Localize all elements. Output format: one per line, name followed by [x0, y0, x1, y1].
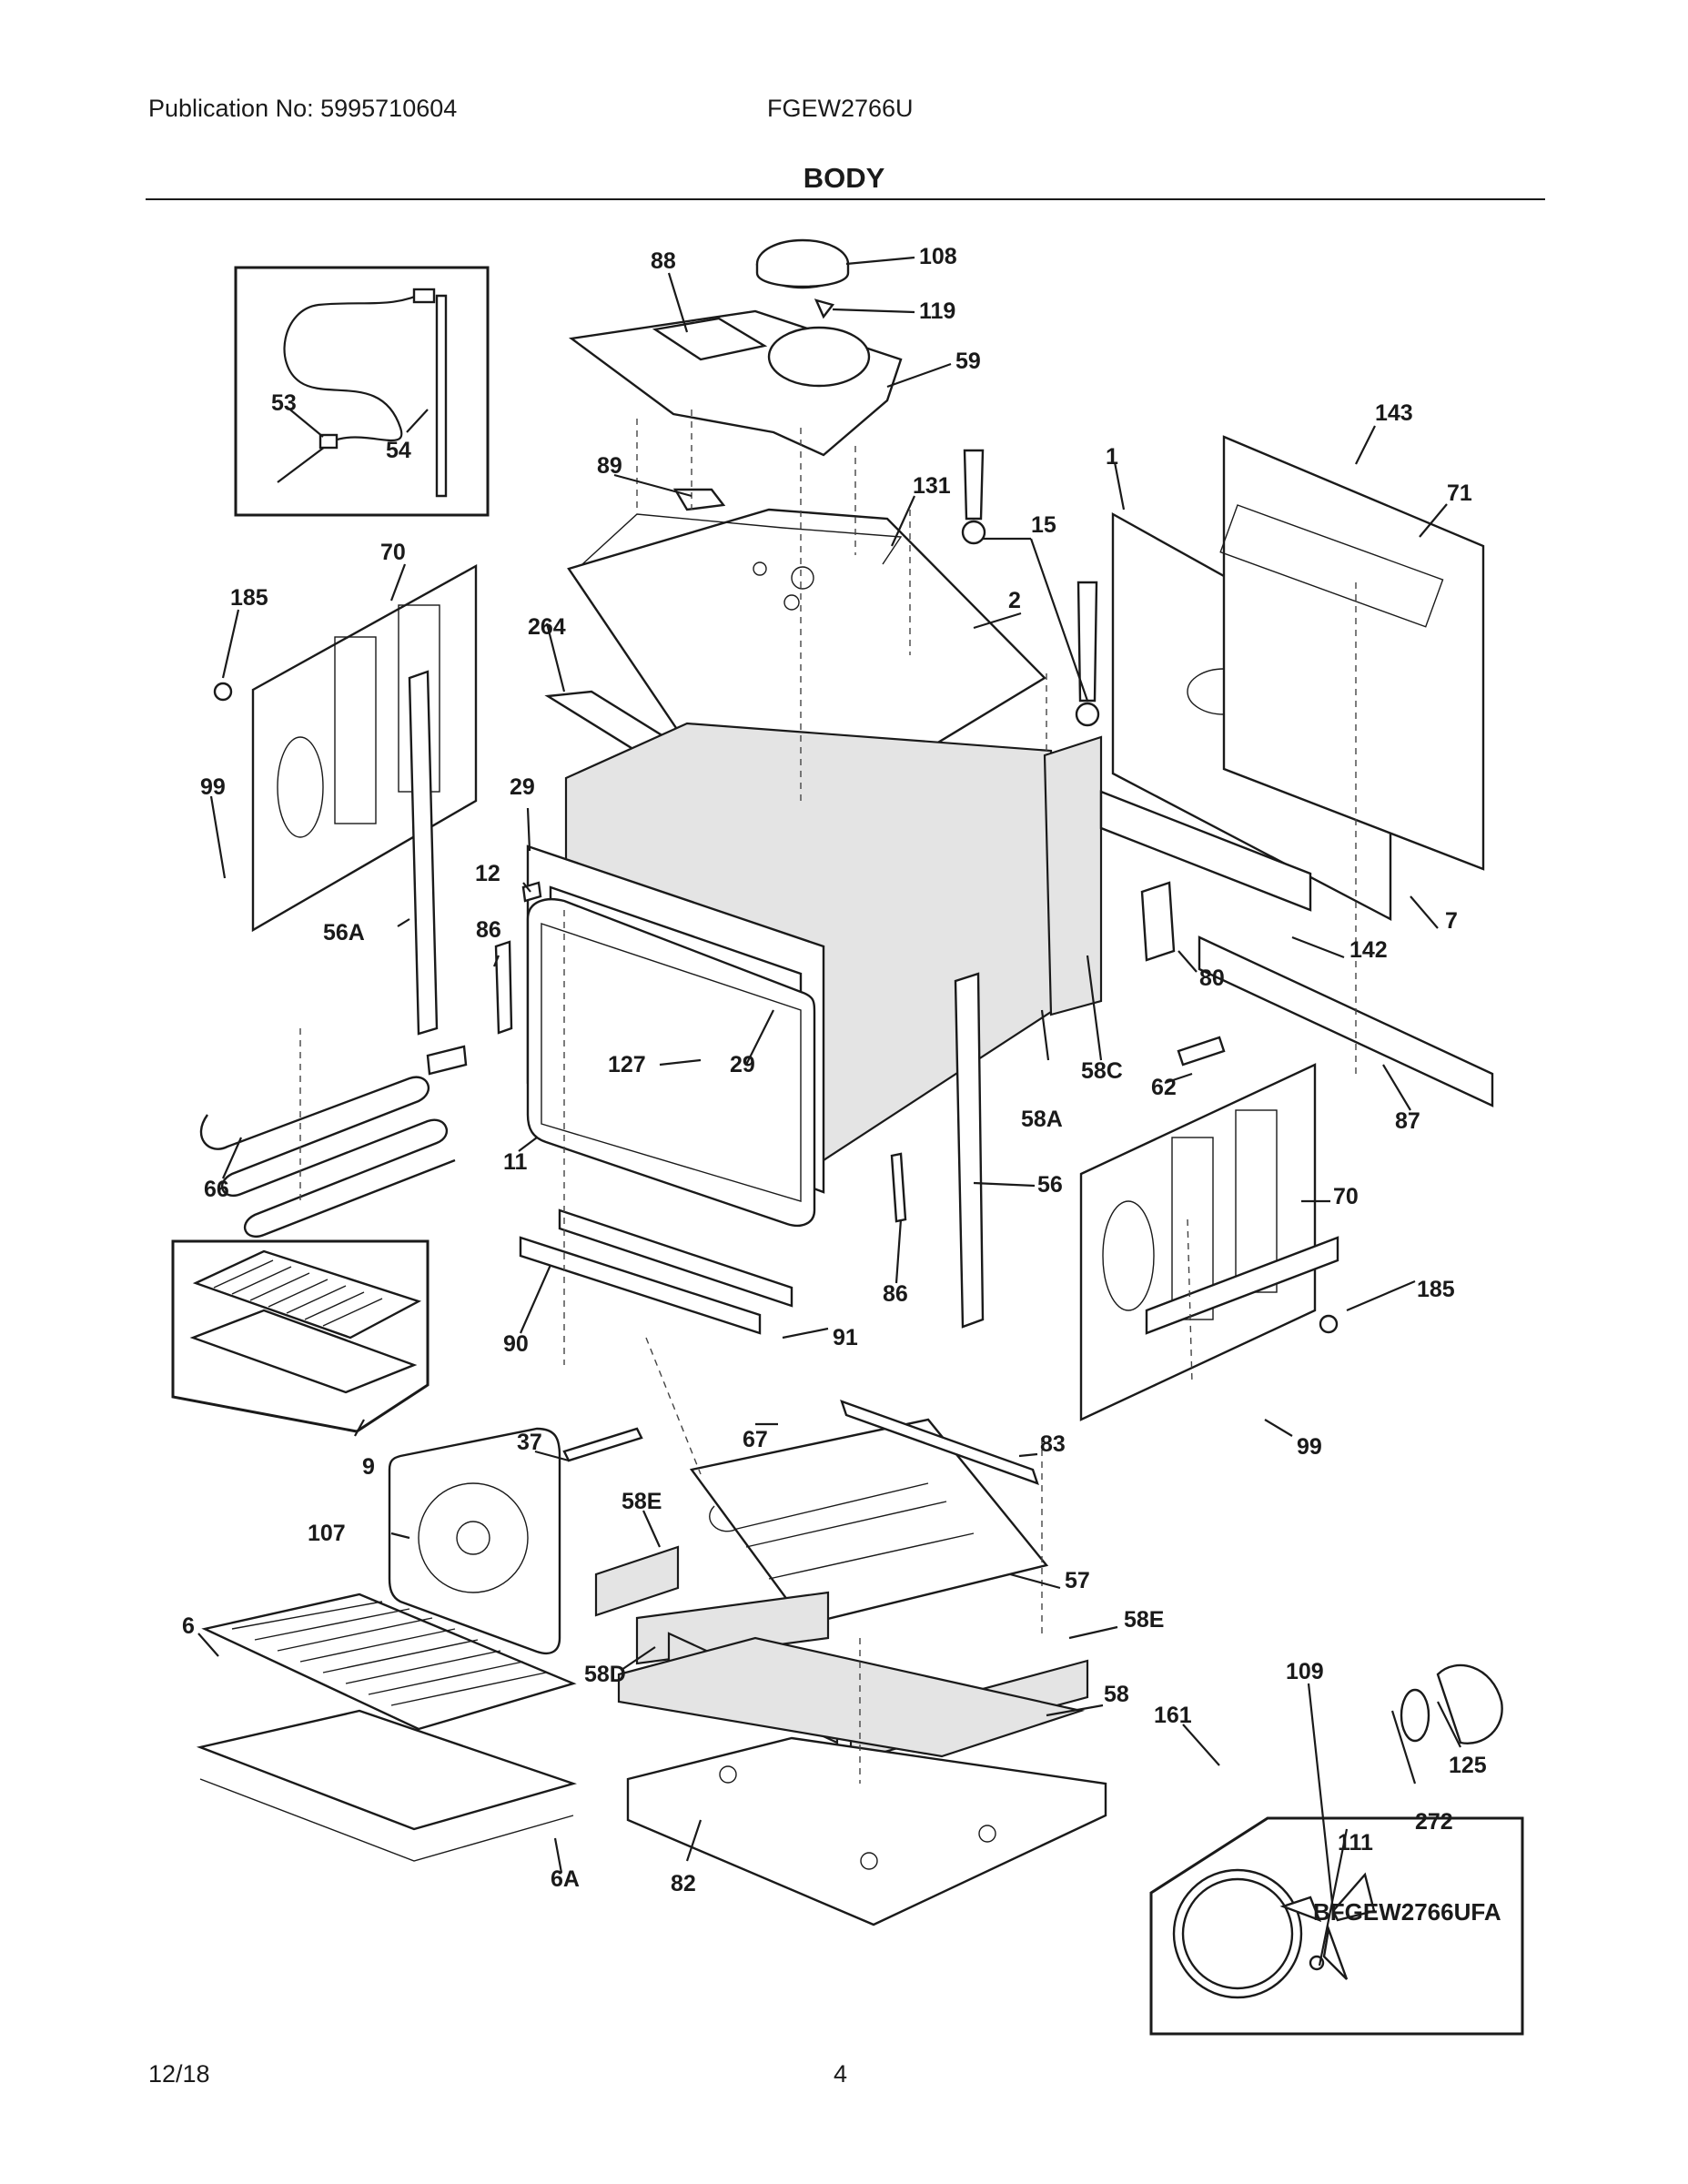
- callout-83: 83: [1040, 1431, 1066, 1457]
- callout-9: 9: [362, 1454, 375, 1480]
- callout-86-upper: 86: [476, 917, 501, 943]
- callout-107: 107: [308, 1521, 346, 1546]
- callout-70-left: 70: [380, 540, 406, 565]
- callout-131: 131: [913, 473, 951, 499]
- top-vent-assembly: [568, 238, 903, 511]
- callout-272: 272: [1415, 1809, 1453, 1835]
- callout-58E-lower: 58E: [1124, 1607, 1164, 1633]
- callout-127: 127: [608, 1052, 646, 1077]
- publication-number: Publication No: 5995710604: [148, 95, 458, 122]
- callout-11: 11: [503, 1149, 528, 1175]
- footer-date: 12/18: [148, 2060, 210, 2088]
- callout-142: 142: [1349, 937, 1388, 963]
- rack-assembly: [196, 1592, 578, 1862]
- broiler-pan-inset: [171, 1239, 430, 1433]
- callout-29-upper: 29: [510, 774, 535, 800]
- callout-90: 90: [503, 1331, 529, 1357]
- bake-element: [689, 1400, 1049, 1626]
- callout-labels: 88 108 119 59 53 54 89 131 143 71 1 15 7…: [182, 244, 1487, 1896]
- misc-brackets: [213, 449, 1339, 1462]
- callout-66: 66: [204, 1177, 229, 1202]
- callout-185-left: 185: [230, 585, 268, 611]
- callout-161: 161: [1154, 1703, 1192, 1728]
- callout-58C: 58C: [1081, 1058, 1123, 1084]
- insulation-blocks: [594, 1545, 1089, 1763]
- callout-1: 1: [1106, 444, 1118, 470]
- callout-264: 264: [528, 614, 566, 640]
- rear-panels: [1099, 435, 1494, 1107]
- callout-58D: 58D: [584, 1662, 626, 1687]
- model-number: FGEW2766U: [767, 95, 914, 122]
- convection-fan-cover: [388, 1427, 561, 1655]
- callout-54: 54: [386, 438, 411, 463]
- callout-2: 2: [1008, 588, 1021, 613]
- callout-12: 12: [475, 861, 500, 886]
- callout-111: 111: [1338, 1830, 1373, 1855]
- callout-109: 109: [1286, 1659, 1324, 1684]
- callout-59: 59: [955, 349, 981, 374]
- callout-99-right: 99: [1297, 1434, 1322, 1460]
- broil-element: [199, 1045, 468, 1238]
- callout-89: 89: [597, 453, 622, 479]
- callout-56A: 56A: [323, 920, 365, 945]
- callout-58E-upper: 58E: [622, 1489, 662, 1514]
- leader-lines: [197, 256, 1461, 1967]
- callout-86-lower: 86: [883, 1281, 908, 1307]
- callout-119: 119: [919, 298, 955, 324]
- callout-88: 88: [651, 248, 676, 274]
- callout-6A: 6A: [551, 1866, 580, 1892]
- callout-185-right: 185: [1417, 1277, 1455, 1302]
- callout-15: 15: [1031, 512, 1056, 538]
- callout-29-lower: 29: [730, 1052, 755, 1077]
- callout-70-right: 70: [1333, 1184, 1359, 1209]
- callout-7: 7: [1445, 908, 1458, 934]
- section-title: BODY: [803, 162, 885, 194]
- assembly-guides: [299, 410, 1357, 1784]
- side-panel-right: [954, 972, 1317, 1421]
- bottom-panel: [626, 1736, 1107, 1926]
- callout-58: 58: [1104, 1682, 1129, 1707]
- callout-53: 53: [271, 390, 297, 416]
- callout-57: 57: [1065, 1568, 1090, 1593]
- callout-37: 37: [517, 1430, 542, 1455]
- callout-143: 143: [1375, 400, 1413, 426]
- header-divider: [146, 198, 1545, 200]
- page-number: 4: [834, 2060, 848, 2088]
- callout-87: 87: [1395, 1108, 1420, 1134]
- callout-67: 67: [743, 1427, 768, 1452]
- callout-56: 56: [1037, 1172, 1063, 1198]
- callout-99-left: 99: [200, 774, 226, 800]
- callout-58A: 58A: [1021, 1107, 1063, 1132]
- callout-71: 71: [1447, 480, 1472, 506]
- callout-91: 91: [833, 1325, 858, 1350]
- convection-fan-inset: [1149, 1663, 1524, 2036]
- side-panel-left: [251, 563, 478, 1036]
- diagram-reference-code: BFGEW2766UFA: [1313, 1898, 1501, 1926]
- callout-62: 62: [1151, 1075, 1177, 1100]
- callout-6: 6: [182, 1613, 195, 1639]
- callout-80: 80: [1199, 966, 1225, 991]
- callout-125: 125: [1449, 1753, 1487, 1778]
- probe-inset: [234, 266, 490, 517]
- callout-108: 108: [919, 244, 957, 269]
- callout-82: 82: [671, 1871, 696, 1896]
